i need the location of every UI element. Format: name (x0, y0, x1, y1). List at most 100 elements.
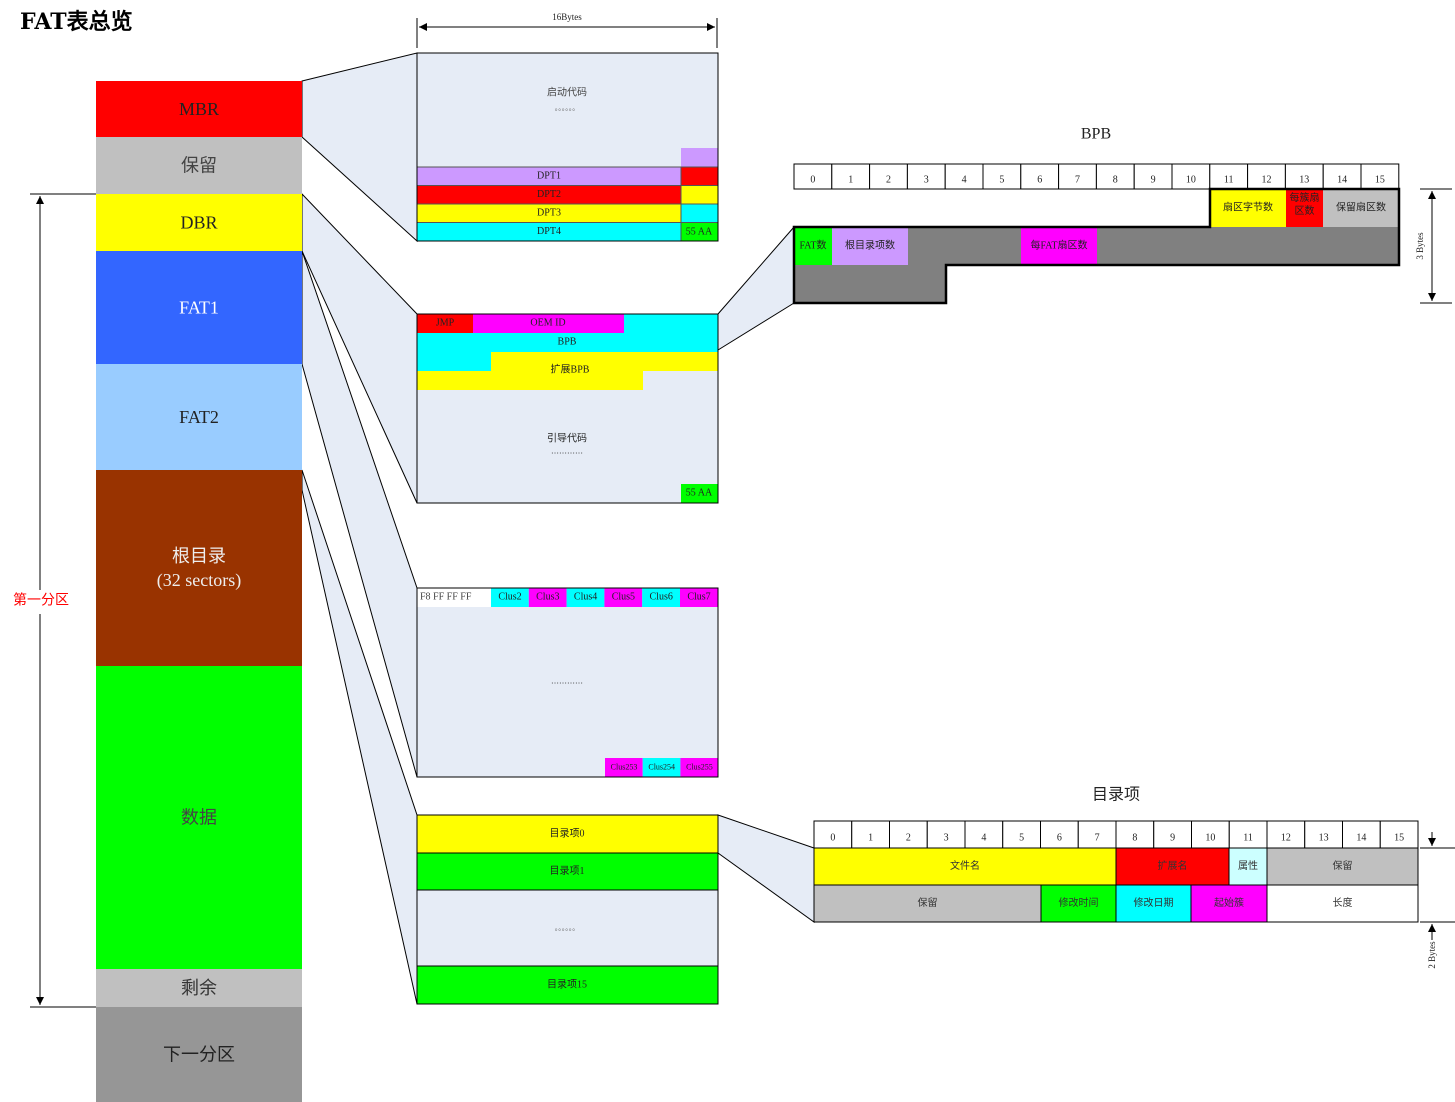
jmp-field (417, 314, 473, 333)
dir-entry-field-label: 文件名 (950, 859, 980, 872)
partition-table-tail (680, 203, 719, 223)
dir-entry-offset-label: 7 (1095, 833, 1100, 844)
dir-entry-offset-label: 13 (1319, 833, 1329, 844)
dir-entry-offset-cell (813, 820, 853, 849)
region-label: MBR (179, 99, 219, 119)
fat-media-field (417, 588, 491, 607)
region-6 (96, 666, 302, 969)
dir-entry-connector (717, 814, 815, 923)
fat-box (416, 587, 719, 778)
dbr-signature-field (681, 484, 718, 503)
bpb-offset-label: 4 (962, 175, 967, 186)
mbr-signature: 55 AA (686, 227, 713, 238)
region-label: DBR (180, 213, 217, 233)
fat-cluster-entry (605, 758, 643, 777)
dir-entry-field-label: 扩展名 (1158, 859, 1188, 872)
dir-entry-offset-label: 12 (1281, 833, 1291, 844)
dir-entry-offset-label: 9 (1170, 833, 1175, 844)
bpb-offset-cell (869, 163, 908, 190)
directory-entry-label: 目录项1 (550, 865, 585, 877)
bpb-offset-cell (944, 163, 984, 190)
region-label: 下一分区 (163, 1045, 235, 1065)
fat-box-outline (416, 587, 719, 778)
bpb-offset-cell (831, 163, 871, 190)
fat-cluster-label: Clus2 (498, 592, 521, 603)
region-4 (96, 364, 302, 470)
fat-cluster-label: Clus255 (686, 763, 713, 772)
ext-bpb-field (491, 352, 718, 371)
dir-entry-offset-cell (1266, 820, 1306, 849)
partition-table-tail (680, 166, 719, 186)
fat-cluster-entry (642, 758, 681, 777)
region-label: 剩余 (181, 978, 217, 998)
fat-cluster-label: Clus6 (650, 592, 673, 603)
dir-entry-offset-label: 15 (1394, 833, 1404, 844)
dir-entry-field (1266, 847, 1419, 886)
bpb-field-label: 每FAT扇区数 (1030, 239, 1087, 252)
partition-table-tail (680, 185, 719, 205)
bpb-offset-label: 14 (1337, 175, 1347, 186)
bpb-field-label: 保留扇区数 (1336, 201, 1386, 214)
dir-entry-field (1115, 847, 1230, 886)
partition-table-label: DPT1 (537, 171, 561, 182)
mbr-dots: 。。。。。。 (555, 104, 580, 112)
mbr-box-outline (416, 52, 719, 242)
region-label: FAT1 (179, 298, 219, 318)
dir-entry-field (813, 884, 1042, 923)
bpb-field (832, 227, 908, 265)
region-3 (96, 251, 302, 364)
dir-entry-field (1115, 884, 1192, 923)
page-title: FAT表总览 (20, 9, 133, 35)
bpb-field (794, 227, 832, 265)
dir-entry-field-label: 起始簇 (1214, 896, 1244, 909)
fat-cluster-entry (491, 588, 529, 607)
fat-cluster-label: Clus3 (536, 592, 559, 603)
bpb-field (1286, 189, 1323, 227)
fat-cluster-label: Clus5 (612, 592, 635, 603)
bpb-offset-cell (1171, 163, 1211, 190)
directory-entry-row (416, 852, 719, 891)
dir-entry-field-label: 长度 (1333, 896, 1353, 909)
bpb-offset-label: 10 (1186, 175, 1196, 186)
bpb-offset-label: 1 (848, 175, 853, 186)
mbr-boot-code-label: 启动代码 (547, 86, 587, 99)
bpb-offset-cell (982, 163, 1022, 190)
dir-entry-offset-label: 11 (1243, 833, 1253, 844)
bpb-field-label: 根目录项数 (845, 239, 895, 252)
region-7 (96, 969, 302, 1007)
dir-entry-offset-cell (1379, 820, 1419, 849)
fat-cluster-label: Clus7 (687, 592, 710, 603)
dir-entry-offset-label: 4 (981, 833, 986, 844)
region-label: 数据 (181, 808, 217, 828)
dir-entry-offset-cell (1115, 820, 1155, 849)
bpb-offset-label: 7 (1075, 175, 1080, 186)
dir-dim-label: 2 Bytes (1427, 941, 1437, 969)
fat-cluster-entry (604, 588, 643, 607)
region-5 (96, 470, 302, 666)
directory-entry-label: 。。。。。。 (555, 924, 580, 932)
mbr-pad (681, 148, 718, 167)
bpb-field-label: 扇区字节数 (1223, 201, 1273, 214)
oem-field (473, 314, 624, 333)
fat-cluster-label: Clus254 (648, 763, 675, 772)
dbr-dots: ………… (551, 447, 583, 456)
partition-table-label: DPT3 (537, 208, 561, 219)
fat-cluster-entry (642, 588, 680, 607)
bpb-start-field (624, 314, 718, 333)
width-label: 16Bytes (552, 12, 582, 22)
region-label: 保留 (181, 156, 217, 176)
dir-entry-offset-cell (964, 820, 1004, 849)
dir-entry-offset-label: 1 (868, 833, 873, 844)
fat-cluster-label: Clus253 (611, 763, 638, 772)
dbr-signature: 55 AA (686, 488, 713, 499)
dir-entry-offset-label: 5 (1019, 833, 1024, 844)
bpb-title: BPB (1081, 126, 1111, 143)
bpb-offset-label: 5 (999, 175, 1004, 186)
bpb-offset-label: 13 (1299, 175, 1309, 186)
bpb-offset-label: 0 (810, 175, 815, 186)
fat-cluster-entry (680, 758, 719, 777)
region-1 (96, 137, 302, 194)
jmp-label: JMP (436, 318, 455, 329)
dir-entry-offset-label: 14 (1356, 833, 1366, 844)
